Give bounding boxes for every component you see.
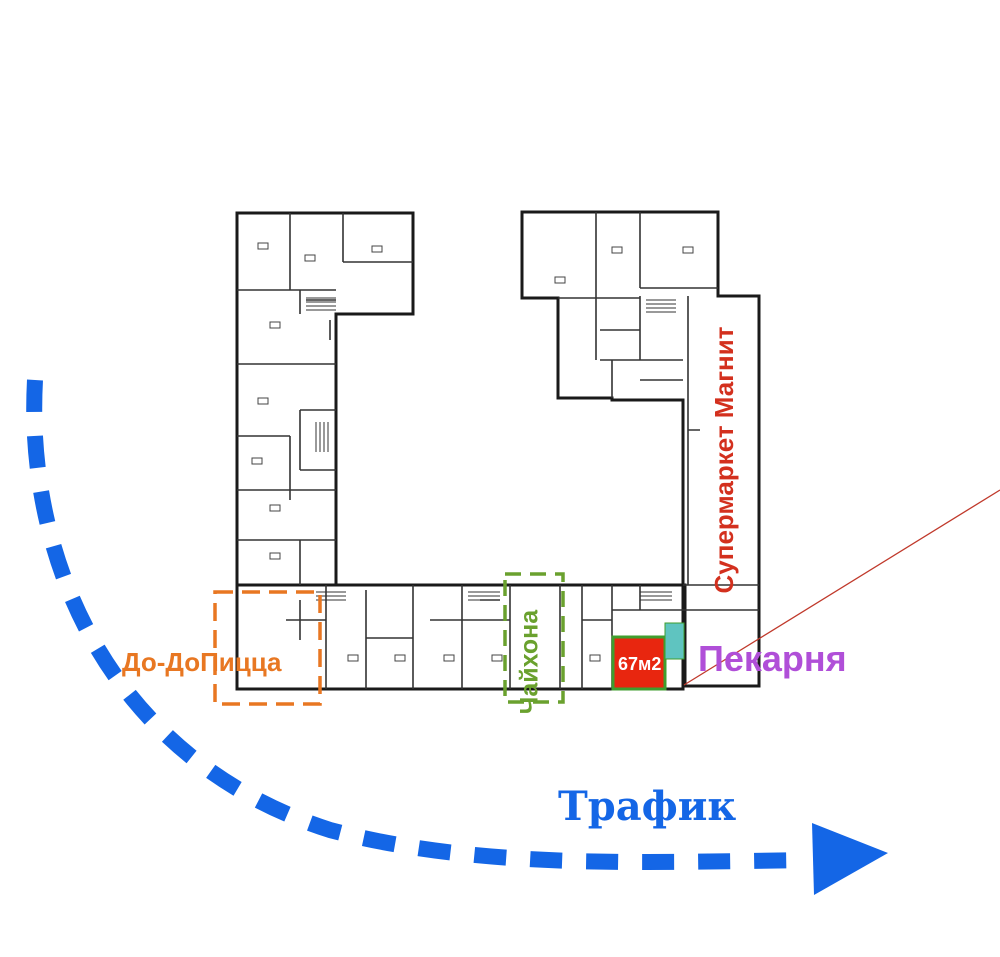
adjacent-unit-teal (664, 622, 685, 660)
traffic-label: Трафик (558, 783, 737, 830)
bakery-label: Пекарня (698, 638, 847, 679)
pointer-line (683, 489, 1000, 686)
traffic-arrowhead-icon (812, 823, 888, 895)
dodo-pizza-outline (213, 590, 322, 706)
room-tags (251, 242, 694, 662)
supermarket-magnit-label: Супермаркет Магнит (709, 326, 739, 594)
unit-area-label: 67м2 (618, 654, 662, 674)
interior-walls (237, 212, 759, 689)
chaikhona-label: Чайхона (515, 609, 544, 715)
chaikhona-outline (503, 572, 565, 704)
highlighted-unit-67m2[interactable] (611, 635, 667, 691)
dodo-pizza-label: До-ДоПицца (122, 647, 282, 677)
building-walls (235, 210, 761, 691)
stairs (306, 297, 676, 601)
traffic-arrow-icon (26, 379, 811, 870)
